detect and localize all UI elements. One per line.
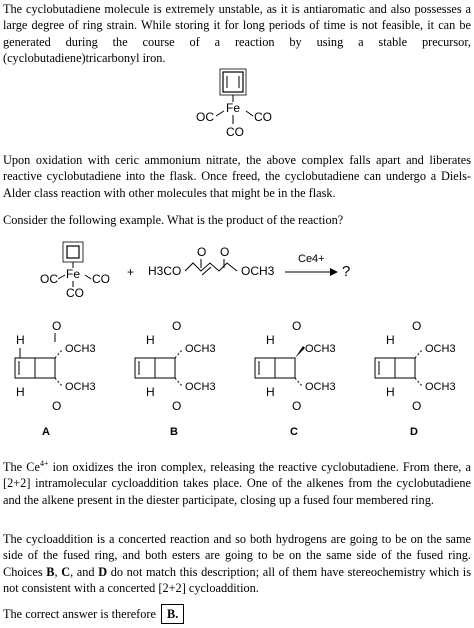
cyclobutadiene-iron-complex-figure: Fe OC CO CO (196, 68, 272, 139)
svg-text:O: O (52, 319, 61, 333)
svg-text:OCH3: OCH3 (425, 381, 456, 393)
choice-c: O H OCH3 OCH3 H O C (254, 319, 336, 438)
svg-text:OCH3: OCH3 (65, 343, 96, 355)
choice-a: O H OCH3 OCH3 H O A (14, 319, 96, 438)
svg-text:H: H (386, 385, 395, 399)
svg-text:H: H (266, 333, 275, 347)
svg-text:H: H (266, 385, 275, 399)
question-paragraph: Consider the following example. What is … (3, 213, 344, 227)
choice-a-label: A (42, 426, 50, 438)
svg-text:O: O (292, 399, 301, 413)
svg-text:OCH3: OCH3 (65, 381, 96, 393)
intro-paragraph: The cyclobutadiene molecule is extremely… (3, 2, 471, 65)
svg-text:OCH3: OCH3 (185, 343, 216, 355)
choice-c-label: C (290, 426, 298, 438)
choice-d-label: D (410, 426, 418, 438)
svg-text:O: O (412, 399, 421, 413)
svg-text:OCH3: OCH3 (425, 343, 456, 355)
plus-sign: + (127, 265, 134, 279)
iron-label: Fe (226, 101, 240, 115)
ester-left-label: H3CO (148, 264, 181, 278)
answer-box: B. (161, 604, 185, 625)
svg-text:O: O (172, 399, 181, 413)
svg-text:H: H (386, 333, 395, 347)
svg-text:H: H (16, 333, 25, 347)
explanation-paragraph-2: The cycloaddition is a concerted reactio… (3, 532, 472, 595)
svg-text:OCH3: OCH3 (305, 343, 336, 355)
choice-d: O H OCH3 OCH3 H O D (374, 319, 456, 438)
svg-text:O: O (52, 399, 61, 413)
choice-b-label: B (170, 426, 178, 438)
explanation-paragraph-1: The Ce4+ ion oxidizes the iron complex, … (3, 459, 471, 507)
svg-text:O: O (412, 319, 421, 333)
choice-structures: O H OCH3 OCH3 H O A O H OCH3 OCH3 H O B … (14, 319, 456, 438)
svg-text:O: O (292, 319, 301, 333)
co-right-small: CO (92, 272, 110, 286)
oxidation-paragraph: Upon oxidation with ceric ammonium nitra… (3, 153, 471, 200)
co-right-label: CO (254, 110, 272, 124)
carbonyl-o-right: O (220, 245, 229, 259)
svg-text:OCH3: OCH3 (185, 381, 216, 393)
svg-text:H: H (146, 385, 155, 399)
co-left-label: OC (196, 110, 214, 124)
cyclobutadiene-ring (222, 71, 244, 93)
answer-line: The correct answer is therefore B. (3, 604, 471, 625)
carbonyl-o-left: O (197, 245, 206, 259)
iron-label-small: Fe (66, 267, 80, 281)
svg-text:O: O (172, 319, 181, 333)
reagent-label: Ce4+ (298, 253, 325, 265)
co-bottom-label: CO (226, 125, 244, 139)
question-mark: ? (342, 263, 350, 280)
choice-b: O H OCH3 OCH3 H O B (134, 319, 216, 438)
svg-text:OCH3: OCH3 (305, 381, 336, 393)
reaction-scheme: Fe OC CO CO + H3CO O O OCH3 Ce4+ ? (40, 241, 350, 300)
svg-text:H: H (146, 333, 155, 347)
co-bottom-small: CO (66, 286, 84, 300)
ester-right-label: OCH3 (241, 264, 275, 278)
svg-text:H: H (16, 385, 25, 399)
co-left-small: OC (40, 272, 58, 286)
